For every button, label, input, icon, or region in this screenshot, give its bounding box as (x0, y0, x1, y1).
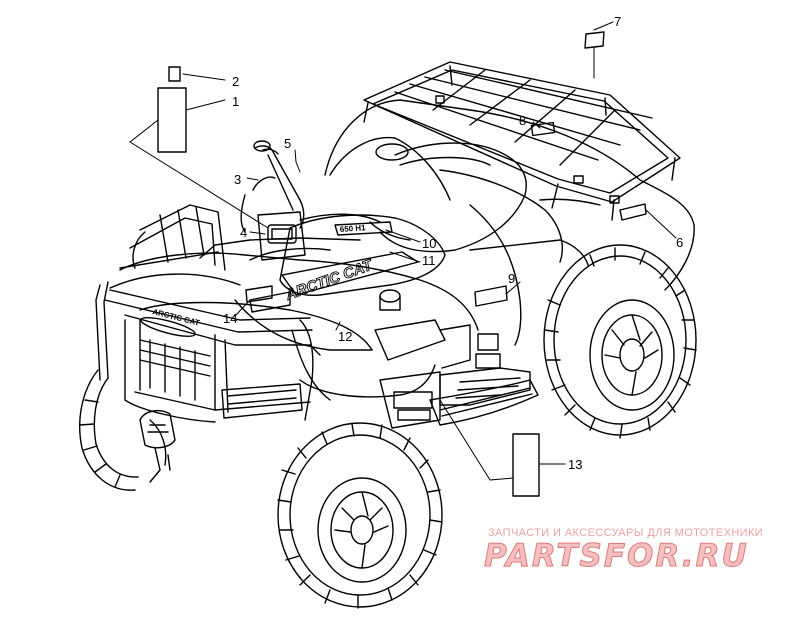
rear-wheel (543, 244, 697, 439)
callout-3: 3 (234, 172, 241, 187)
callout-11: 11 (422, 253, 436, 268)
callout-1: 1 (232, 94, 239, 109)
callout-13: 13 (568, 457, 582, 472)
handlebar (240, 140, 381, 261)
front-left-wheel (79, 369, 167, 491)
front-wheel (277, 422, 443, 609)
seat (369, 142, 527, 253)
watermark-tagline: ЗАПЧАСТИ И АКСЕССУАРЫ ДЛЯ МОТОТЕХНИКИ (488, 527, 764, 539)
callout-labels: 1 2 3 4 5 6 7 8 9 10 11 12 13 14 (223, 14, 683, 472)
decal-part-1 (157, 87, 187, 153)
callout-6: 6 (676, 235, 683, 250)
callout-8: 8 (519, 113, 526, 128)
callout-7: 7 (614, 14, 621, 29)
callout-14: 14 (223, 311, 237, 326)
tank-badge-decal: 650 H1 (340, 223, 367, 234)
callout-2: 2 (232, 74, 239, 89)
side-logo-decal: ARCTIC CAT (283, 256, 377, 304)
rear-body (324, 99, 695, 346)
decal-part-6 (619, 203, 647, 221)
winch (139, 409, 176, 483)
callout-12: 12 (338, 329, 352, 344)
callout-5: 5 (284, 136, 291, 151)
callout-10: 10 (422, 236, 436, 251)
callout-4: 4 (240, 225, 247, 240)
footrest (429, 379, 539, 426)
watermark-brand: PARTSFOR.RU (484, 538, 749, 575)
decal-part-7 (584, 31, 605, 49)
rear-rack (363, 61, 681, 221)
leader-lines (129, 21, 677, 481)
decal-part-9 (474, 285, 508, 307)
callout-9: 9 (508, 271, 515, 286)
decal-part-2 (168, 66, 181, 82)
decal-part-13 (512, 433, 540, 497)
front-rack (95, 204, 321, 423)
decal-part-14 (245, 285, 273, 303)
